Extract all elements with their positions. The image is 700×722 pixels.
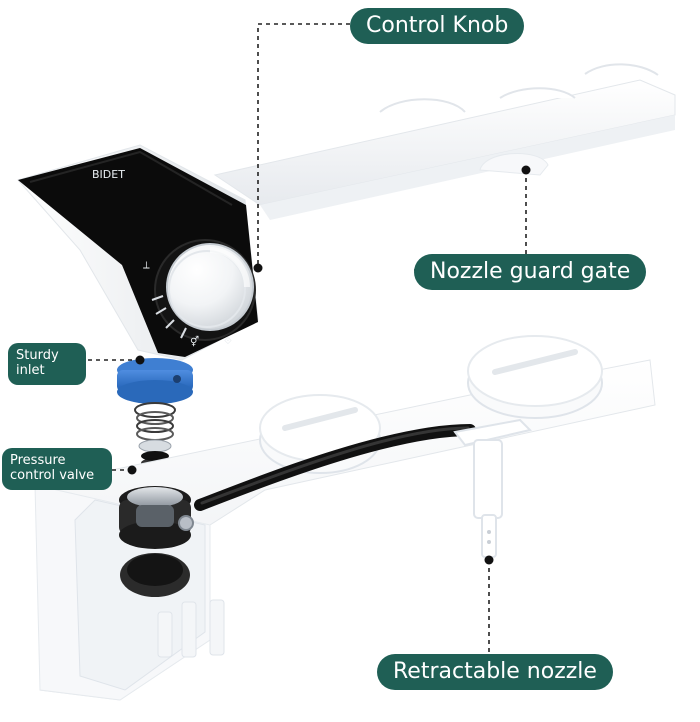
nozzle-guard-gate-label: Nozzle guard gate	[414, 254, 647, 290]
sturdy-inlet-label-line2: inlet	[16, 362, 45, 378]
round-cover-right	[467, 335, 603, 419]
bottom-bidet-unit	[34, 335, 656, 701]
svg-text:⚥: ⚥	[190, 336, 199, 348]
pressure-control-valve-label-line2: control valve	[10, 467, 95, 483]
retractable-nozzle	[453, 418, 532, 558]
top-bidet-unit: BIDET ⟂ ⚥ ⟐	[17, 63, 676, 361]
pressure-control-valve	[119, 486, 194, 597]
brand-text: BIDET	[92, 168, 125, 181]
retractable-nozzle-label: Retractable nozzle	[377, 654, 613, 690]
control-knob[interactable]: ⟂ ⚥ ⟐	[143, 239, 256, 348]
svg-text:⟂: ⟂	[143, 260, 150, 271]
control-knob-label: Control Knob	[350, 8, 525, 44]
sturdy-inlet-label-line1: Sturdy	[16, 348, 59, 363]
internal-posts	[157, 599, 225, 658]
pressure-control-valve-label-line1: Pressure	[10, 453, 66, 468]
knob-icons: ⟂ ⚥ ⟐	[143, 260, 232, 348]
sturdy-inlet-label: Sturdy inlet	[8, 343, 86, 385]
pressure-control-valve-label: Pressure control valve	[2, 448, 112, 490]
sturdy-inlet-part	[117, 358, 193, 404]
svg-text:⟐: ⟐	[224, 336, 232, 347]
